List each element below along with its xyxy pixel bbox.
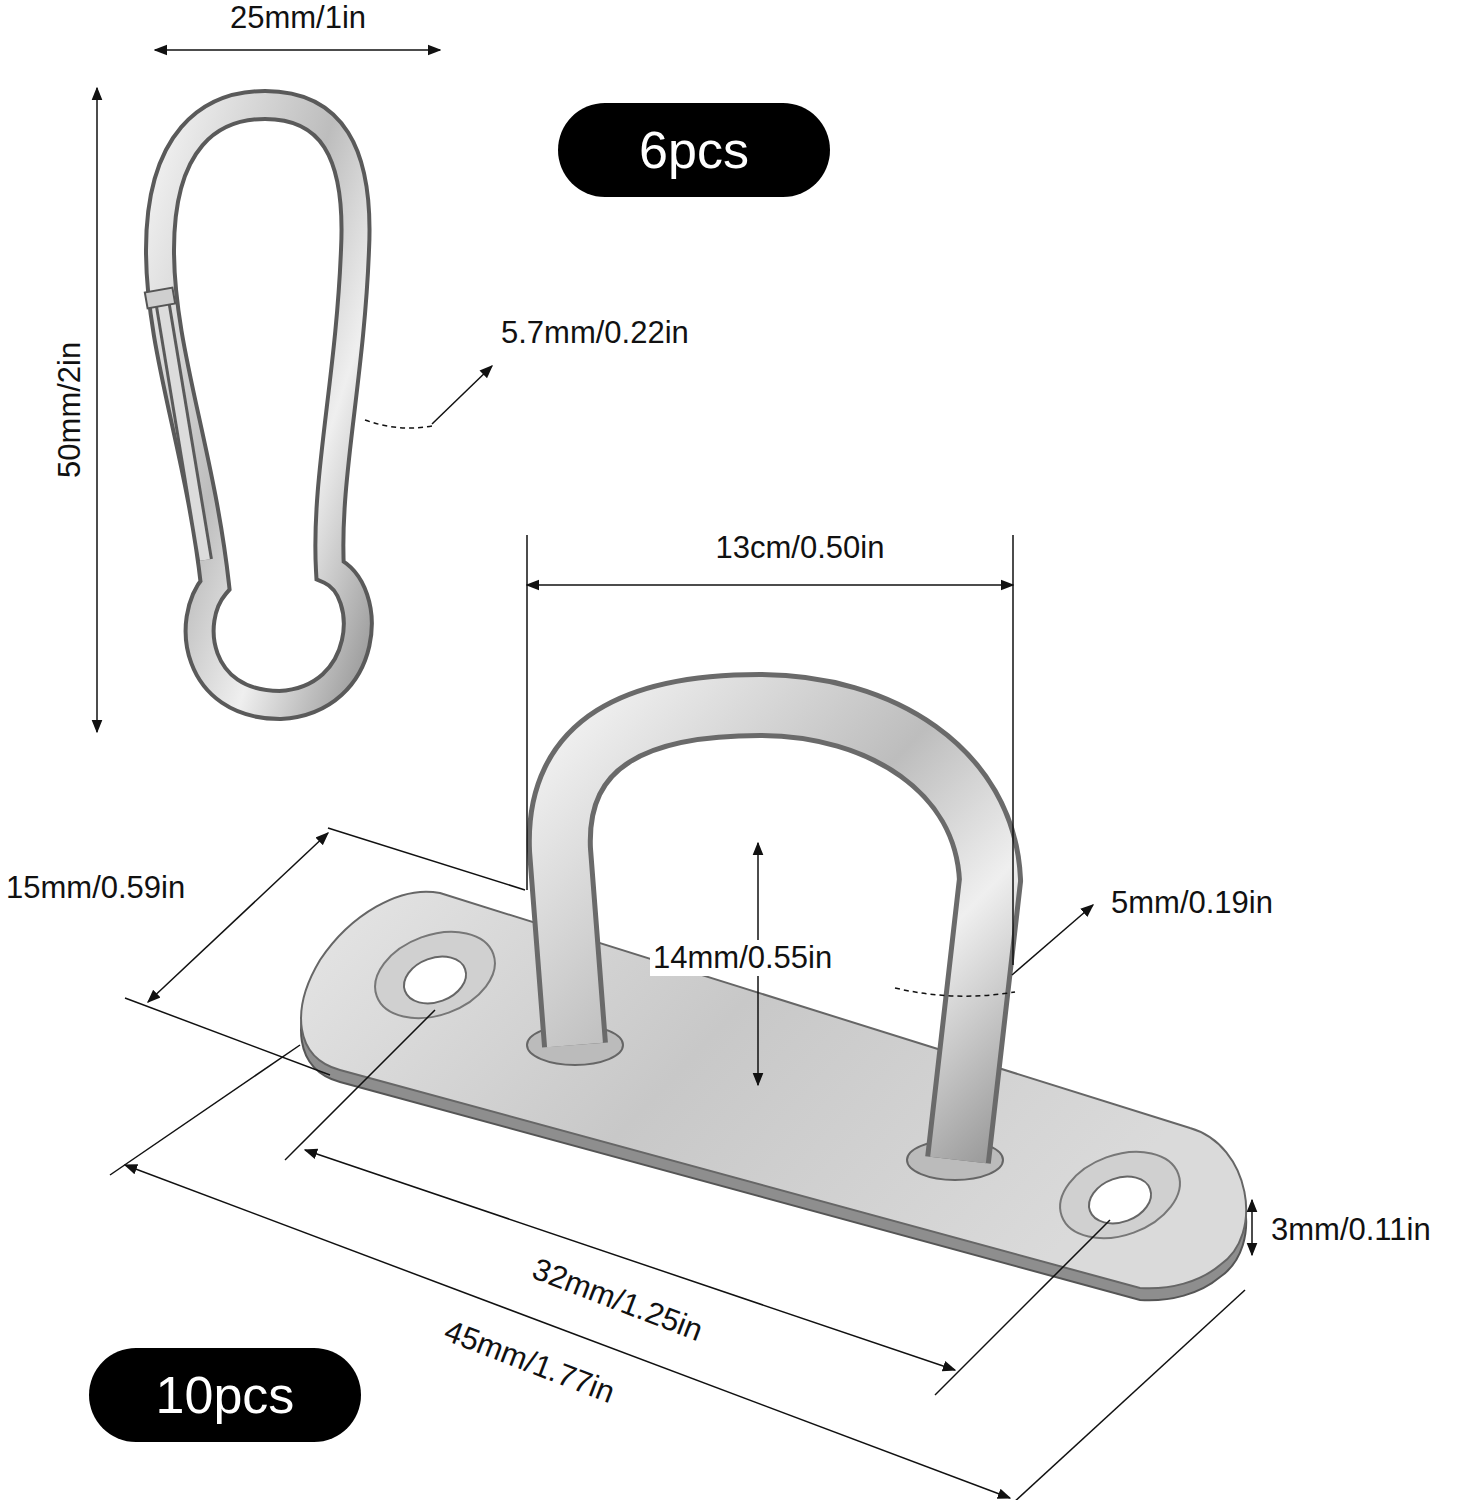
quantity-badge: 10pcs xyxy=(89,1348,361,1442)
dimension-label: 5mm/0.19in xyxy=(1108,885,1276,921)
pad-eye xyxy=(301,705,1246,1300)
dimension-label: 14mm/0.55in xyxy=(650,940,835,976)
carabiner xyxy=(145,105,358,705)
dimension-label: 3mm/0.11in xyxy=(1268,1212,1434,1248)
quantity-badge: 6pcs xyxy=(558,103,830,197)
dimension-label: 13cm/0.50in xyxy=(713,530,888,566)
dimension-lines xyxy=(97,50,1252,1500)
dimension-label: 15mm/0.59in xyxy=(3,870,188,906)
dimension-label: 5.7mm/0.22in xyxy=(498,315,692,351)
quantity-text: 10pcs xyxy=(156,1365,295,1425)
dimension-label: 50mm/2in xyxy=(52,339,88,481)
quantity-text: 6pcs xyxy=(639,120,749,180)
dimension-label: 25mm/1in xyxy=(227,0,369,36)
dimension-label: 32mm/1.25in xyxy=(525,1250,711,1350)
dimension-label: 45mm/1.77in xyxy=(437,1312,623,1412)
